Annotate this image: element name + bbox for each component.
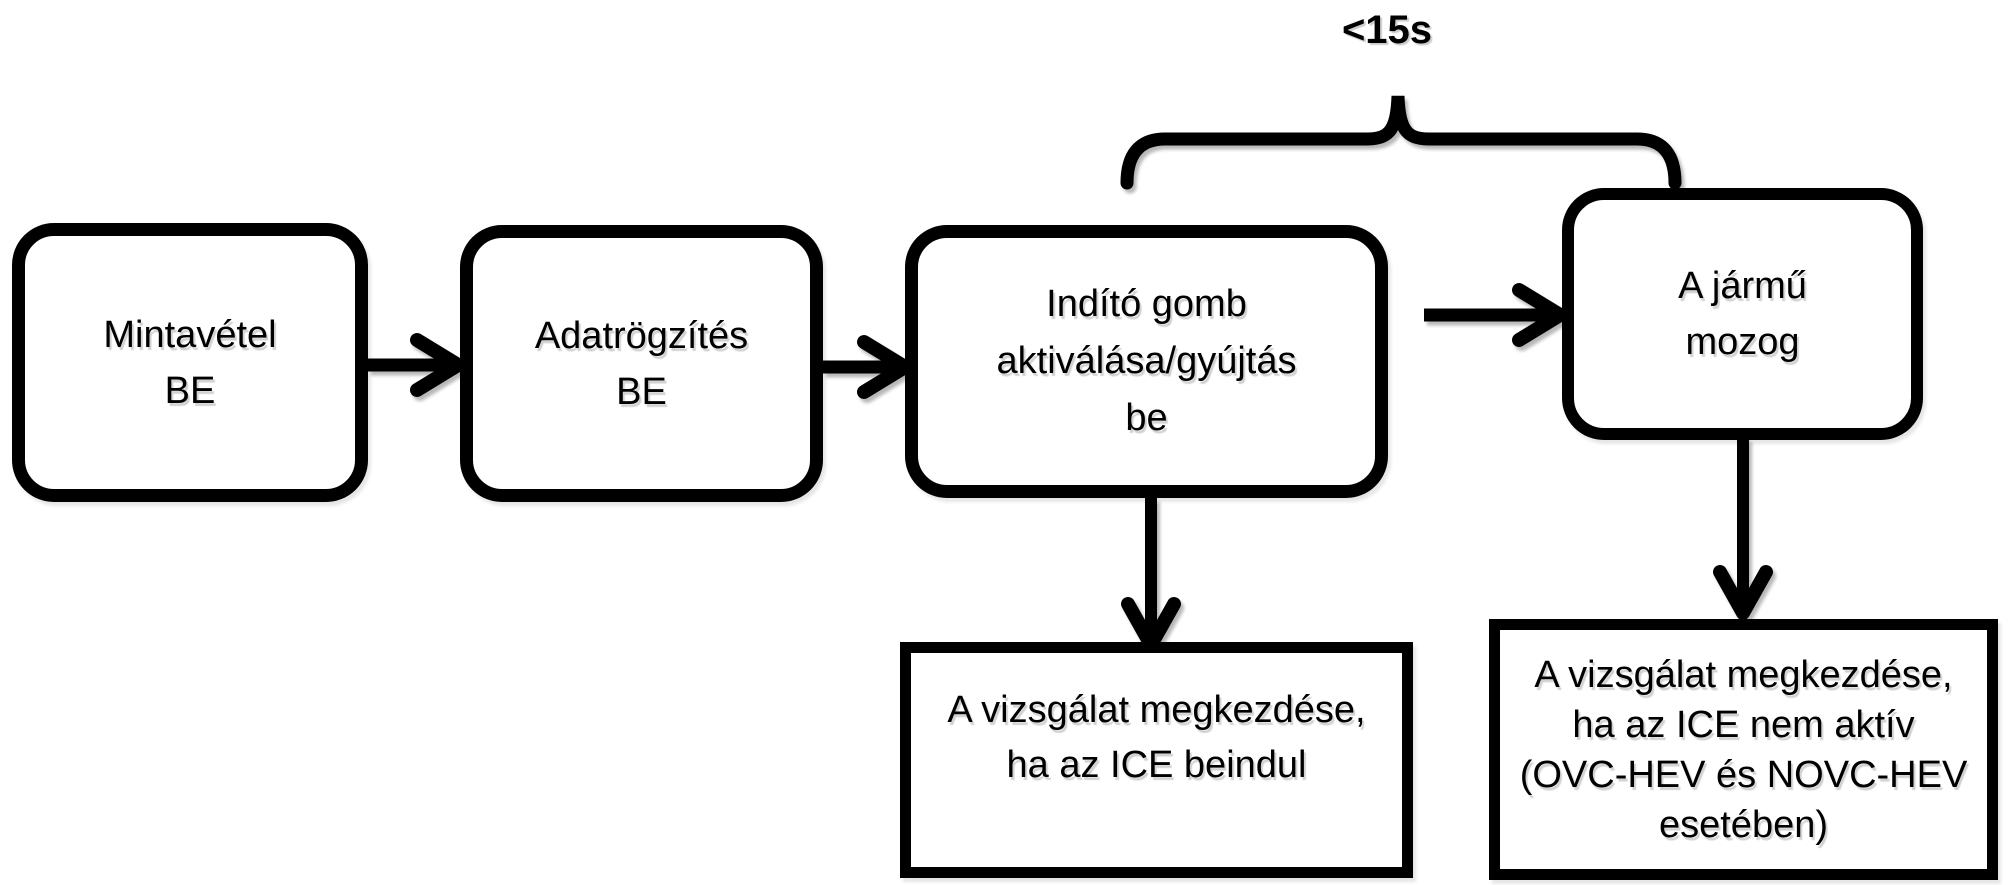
node-label-line: aktiválása/gyújtás [996,340,1297,382]
node-vehicle-moves: A jármű mozog [1562,188,1923,440]
node-label-line: mozog [1685,321,1800,363]
node-label-line: (OVC-HEV és NOVC-HEV [1519,753,1968,796]
node-sampling-on: Mintavétel BE [12,223,368,502]
node-label-line: BE [164,369,216,412]
node-start-button-ignition: Indító gomb aktiválása/gyújtás be [905,225,1388,498]
brace-time-label: <15s [1341,8,1433,52]
node-test-start-ice-inactive: A vizsgálat megkezdése, ha az ICE nem ak… [1489,619,1998,880]
node-label-line: Adatrögzítés [534,314,749,357]
arrow-down-icon [1121,498,1181,652]
node-label-line: Indító gomb [1046,283,1247,325]
node-label-line: ha az ICE nem aktív [1572,703,1915,746]
node-label-line: A jármű [1678,265,1807,307]
node-label-line: A vizsgálat megkezdése, [1534,653,1953,696]
node-label-line: A vizsgálat megkezdése, [947,689,1366,731]
node-label-line: ha az ICE beindul [1006,744,1307,786]
node-data-recording-on: Adatrögzítés BE [460,225,823,502]
arrow-down-icon [1713,438,1773,620]
node-label-line: esetében) [1658,803,1828,846]
node-label-line: Mintavétel [103,313,277,356]
curly-brace-15s [1120,95,1682,190]
arrow-right-icon [1424,283,1567,347]
arrow-right-icon [368,333,465,397]
node-label-line: BE [616,370,667,413]
arrow-right-icon [823,335,912,399]
node-test-start-ice-starts: A vizsgálat megkezdése, ha az ICE beindu… [900,642,1413,878]
node-label-line: be [1125,397,1168,439]
